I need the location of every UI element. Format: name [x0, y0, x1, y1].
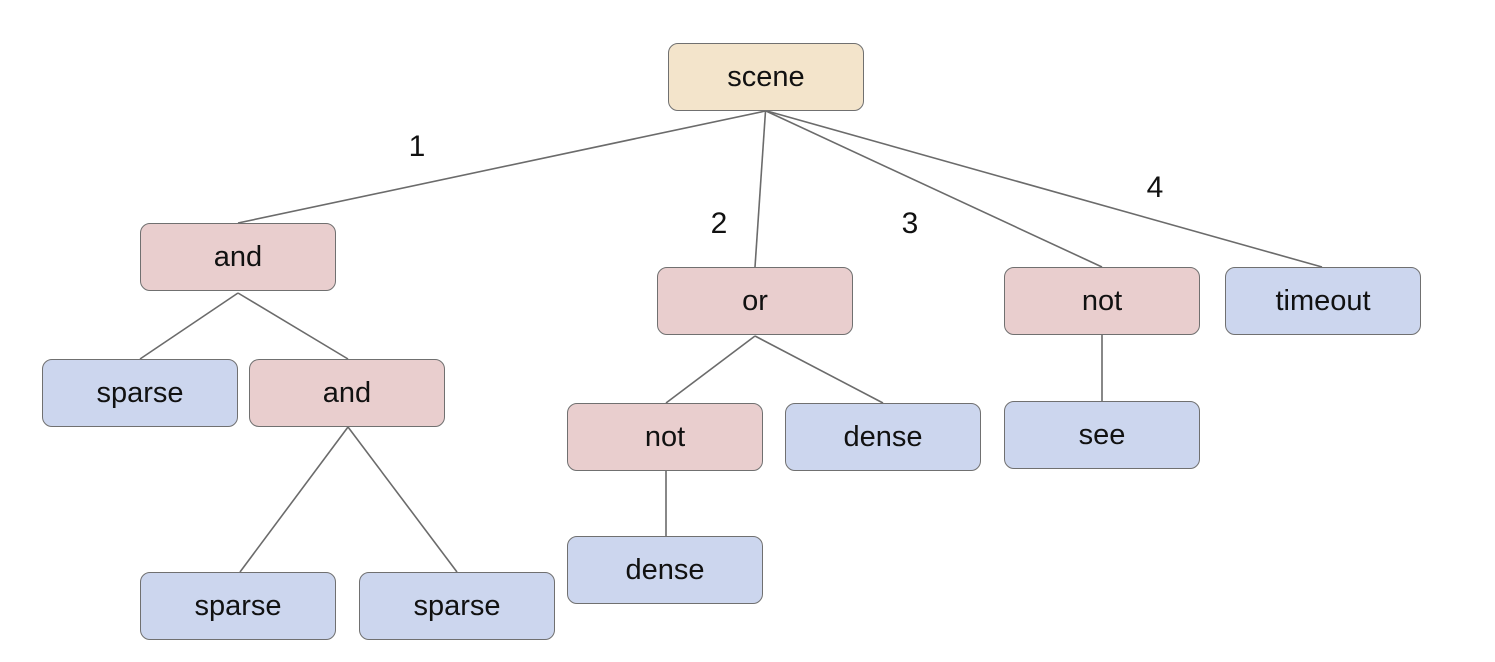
edge-label-3: 3: [901, 207, 919, 240]
node-sparse-3[interactable]: sparse: [359, 572, 555, 640]
node-timeout[interactable]: timeout: [1225, 267, 1421, 335]
edge-scene-and-1: [237, 110, 766, 224]
edge-and-2-sparse-2: [239, 426, 349, 573]
node-and-1[interactable]: and: [140, 223, 336, 291]
edge-scene-timeout-1: [766, 110, 1323, 268]
node-see[interactable]: see: [1004, 401, 1200, 469]
edge-or-1-dense-1: [754, 335, 884, 404]
edge-label-2: 2: [710, 207, 728, 240]
edge-and-1-sparse-1: [139, 292, 239, 360]
node-sparse-2[interactable]: sparse: [140, 572, 336, 640]
edge-label-1: 1: [408, 130, 426, 163]
node-scene[interactable]: scene: [668, 43, 864, 111]
edge-scene-not-1: [765, 110, 1103, 268]
edge-scene-or-1: [754, 110, 767, 268]
edge-or-1-not-2: [665, 335, 756, 404]
edge-and-2-sparse-3: [347, 426, 458, 573]
edge-and-1-and-2: [237, 292, 349, 360]
node-and-2[interactable]: and: [249, 359, 445, 427]
node-not-1[interactable]: not: [1004, 267, 1200, 335]
node-sparse-1[interactable]: sparse: [42, 359, 238, 427]
node-dense-1[interactable]: dense: [785, 403, 981, 471]
edge-label-4: 4: [1146, 171, 1164, 204]
node-or[interactable]: or: [657, 267, 853, 335]
node-not-2[interactable]: not: [567, 403, 763, 471]
node-dense-2[interactable]: dense: [567, 536, 763, 604]
